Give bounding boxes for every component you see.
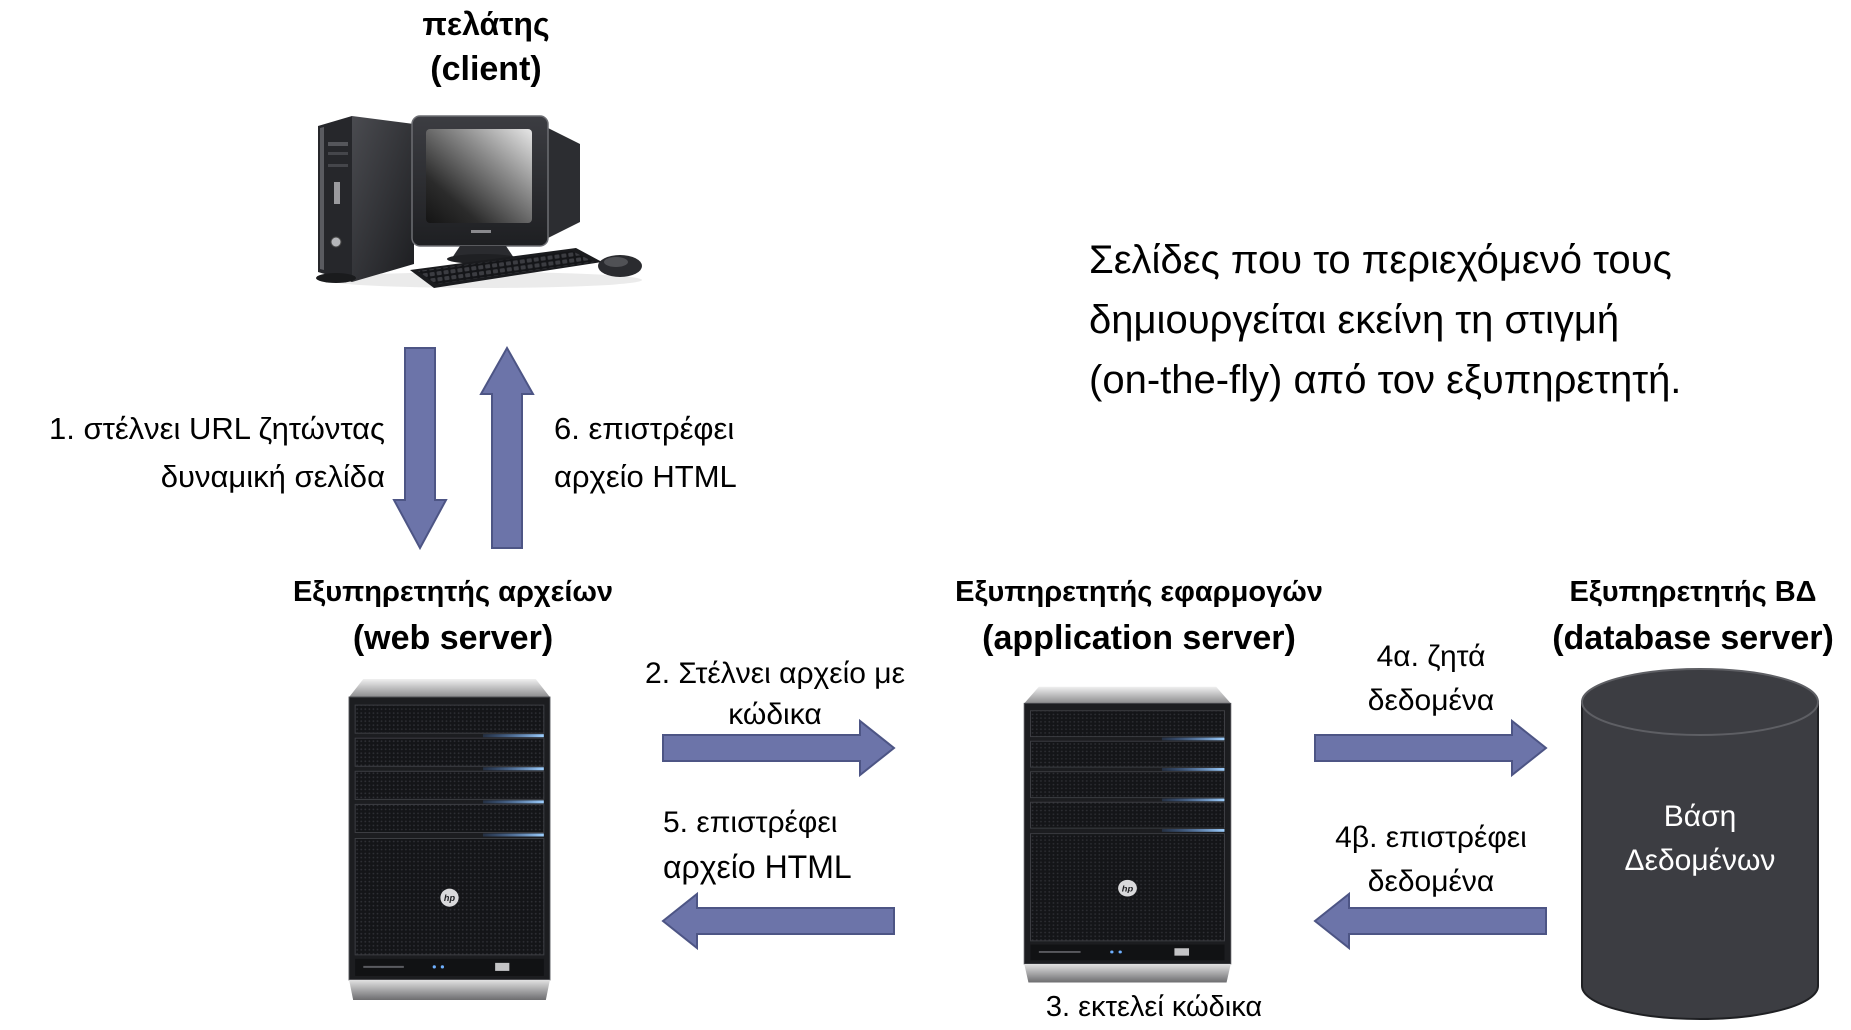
db-server-heading: Εξυπηρετητής ΒΔ (database server) (1535, 570, 1851, 662)
return-html-label: 5. επιστρέφει αρχείο HTML (663, 801, 852, 889)
request-label: 1. στέλνει URL ζητώντας δυναμική σελίδα (0, 405, 385, 501)
return-data-label: 4β. επιστρέφει δεδομένα (1306, 816, 1556, 904)
mouse (598, 255, 642, 277)
return-data-arrow (1313, 891, 1547, 951)
server-logo-text: hp (444, 893, 456, 903)
execute-code-note: 3. εκτελεί κώδικα (964, 991, 1344, 1023)
client-title: πελάτης (422, 6, 550, 42)
crt-monitor (411, 115, 580, 264)
response-arrow-up (479, 345, 535, 549)
client-subtitle: (client) (430, 50, 542, 88)
database-cylinder-icon (1581, 668, 1819, 1020)
database-label-line: Βάση (1663, 800, 1737, 833)
hp-logo-icon: hp (440, 888, 459, 907)
return-html-label-line: αρχείο HTML (663, 849, 852, 885)
app-server-title: Εξυπηρετητής εφαρμογών (955, 576, 1323, 608)
db-server-title: Εξυπηρετητής ΒΔ (1569, 576, 1817, 608)
app-server-heading: Εξυπηρετητής εφαρμογών (application serv… (889, 570, 1389, 662)
send-code-label-line: 2. Στέλνει αρχείο με (645, 657, 905, 690)
response-label: 6. επιστρέφει αρχείο HTML (554, 405, 737, 501)
database-label-line: Δεδομένων (1624, 844, 1776, 877)
request-data-label: 4α. ζητά δεδομένα (1311, 635, 1551, 723)
send-code-arrow (662, 718, 896, 778)
application-server-icon: hp (1023, 686, 1232, 983)
request-data-label-line: 4α. ζητά (1376, 640, 1486, 673)
client-heading: πελάτης (client) (336, 2, 636, 92)
web-server-subtitle: (web server) (352, 619, 554, 657)
desktop-computer-icon (316, 115, 642, 288)
web-server-icon: hp (348, 679, 551, 1000)
computer-tower (316, 116, 414, 283)
return-html-label-line: 5. επιστρέφει (663, 806, 838, 839)
request-data-label-line: δεδομένα (1367, 684, 1495, 717)
request-label-line: δυναμική σελίδα (160, 459, 385, 494)
return-data-label-line: δεδομένα (1367, 865, 1495, 898)
description-line: (on-the-fly) από τον εξυπηρετητή. (1089, 358, 1682, 402)
description-line: Σελίδες που το περιεχόμενό τους (1089, 238, 1672, 282)
description-text: Σελίδες που το περιεχόμενό τους δημιουργ… (1089, 230, 1681, 410)
keyboard (410, 248, 602, 288)
server-logo-text: hp (1122, 884, 1134, 893)
response-label-line: αρχείο HTML (554, 459, 737, 494)
return-data-label-line: 4β. επιστρέφει (1335, 821, 1527, 854)
response-label-line: 6. επιστρέφει (554, 411, 735, 446)
db-server-subtitle: (database server) (1552, 619, 1834, 657)
send-code-label: 2. Στέλνει αρχείο με κώδικα (600, 653, 950, 735)
app-server-subtitle: (application server) (982, 619, 1296, 657)
return-html-arrow (661, 891, 895, 951)
send-code-label-line: κώδικα (728, 698, 822, 731)
database-label: Βάση Δεδομένων (1582, 795, 1818, 883)
request-data-arrow (1314, 718, 1548, 778)
database-body (1581, 701, 1819, 1020)
web-server-title: Εξυπηρετητής αρχείων (292, 576, 614, 608)
request-arrow-down (392, 347, 448, 551)
database-top (1581, 668, 1819, 736)
web-server-heading: Εξυπηρετητής αρχείων (web server) (253, 570, 653, 662)
description-line: δημιουργείται εκείνη τη στιγμή (1089, 298, 1620, 342)
hp-logo-icon: hp (1118, 879, 1137, 897)
execute-code-note-text: 3. εκτελεί κώδικα (1045, 991, 1263, 1023)
request-label-line: 1. στέλνει URL ζητώντας (49, 411, 385, 446)
